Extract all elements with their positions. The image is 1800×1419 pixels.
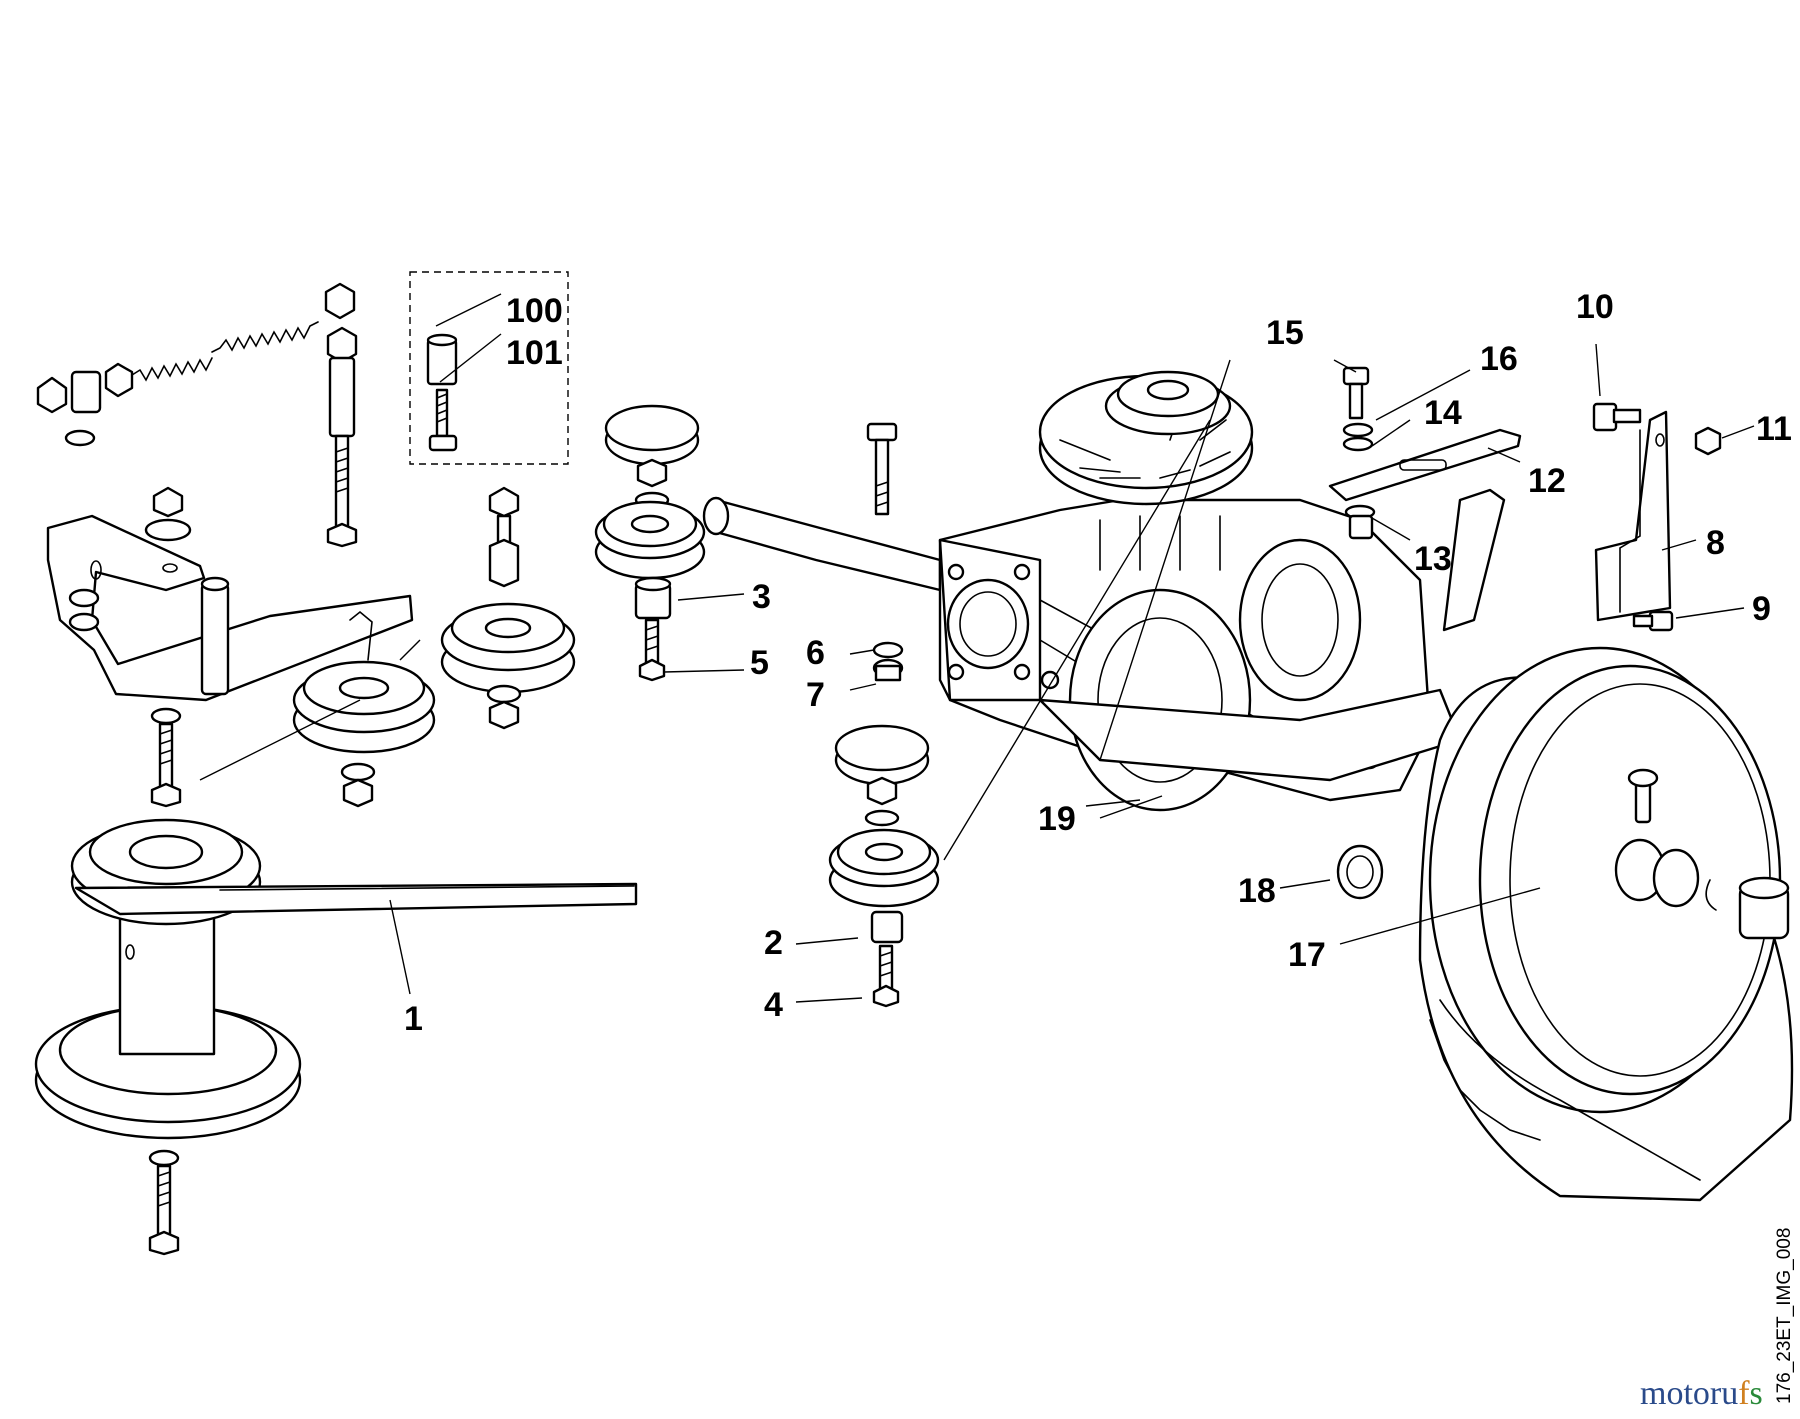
callout-10: 10 [1576,288,1614,326]
brand-watermark: motorufs [1640,1375,1763,1412]
callout-8: 8 [1706,524,1725,562]
callout-3: 3 [752,578,771,616]
drive-pulley [34,818,302,1256]
rear-wheel [1418,646,1794,1202]
center-bolt [866,422,898,516]
idler-bracket [46,486,414,702]
callout-2: 2 [764,924,783,962]
callout-16: 16 [1480,340,1518,378]
figure-code: 176_23ET_IMG_008 [1774,1228,1795,1404]
callout-9: 9 [1752,590,1771,628]
callout-5: 5 [750,644,769,682]
drive-belt [74,882,638,916]
wheel-bracket [1592,402,1722,632]
tension-spring-assembly [36,282,358,548]
plate-hardware [1328,366,1522,540]
callout-101: 101 [506,334,563,372]
callout-18: 18 [1238,872,1276,910]
callout-4: 4 [764,986,783,1024]
callout-14: 14 [1424,394,1462,432]
callout-7: 7 [806,676,825,714]
brand-part2: f [1738,1375,1750,1412]
callout-19: 19 [1038,800,1076,838]
callout-6: 6 [806,634,825,672]
spacer-ring-18 [1336,844,1384,900]
bracket-bolt [150,707,182,808]
callout-15: 15 [1266,314,1304,352]
callout-13: 13 [1414,540,1452,578]
callout-17: 17 [1288,936,1326,974]
center-lower-idler-stack [828,724,940,1008]
washer-nut-6-7 [872,641,904,682]
callout-11: 11 [1756,410,1792,448]
brand-part3: s [1750,1375,1763,1412]
callout-12: 12 [1528,462,1566,500]
center-upper-idler-stack [594,404,706,682]
spacer-kit-box [409,271,569,465]
idler-pulley-right [440,486,576,730]
callout-labels: 100 101 1 3 5 6 7 2 4 19 18 17 15 16 14 … [404,288,1792,1038]
transaxle [702,370,1506,812]
callout-100: 100 [506,292,563,330]
leader-lines [199,293,1755,1003]
brand-part1: motoru [1640,1375,1738,1412]
callout-1: 1 [404,1000,423,1038]
